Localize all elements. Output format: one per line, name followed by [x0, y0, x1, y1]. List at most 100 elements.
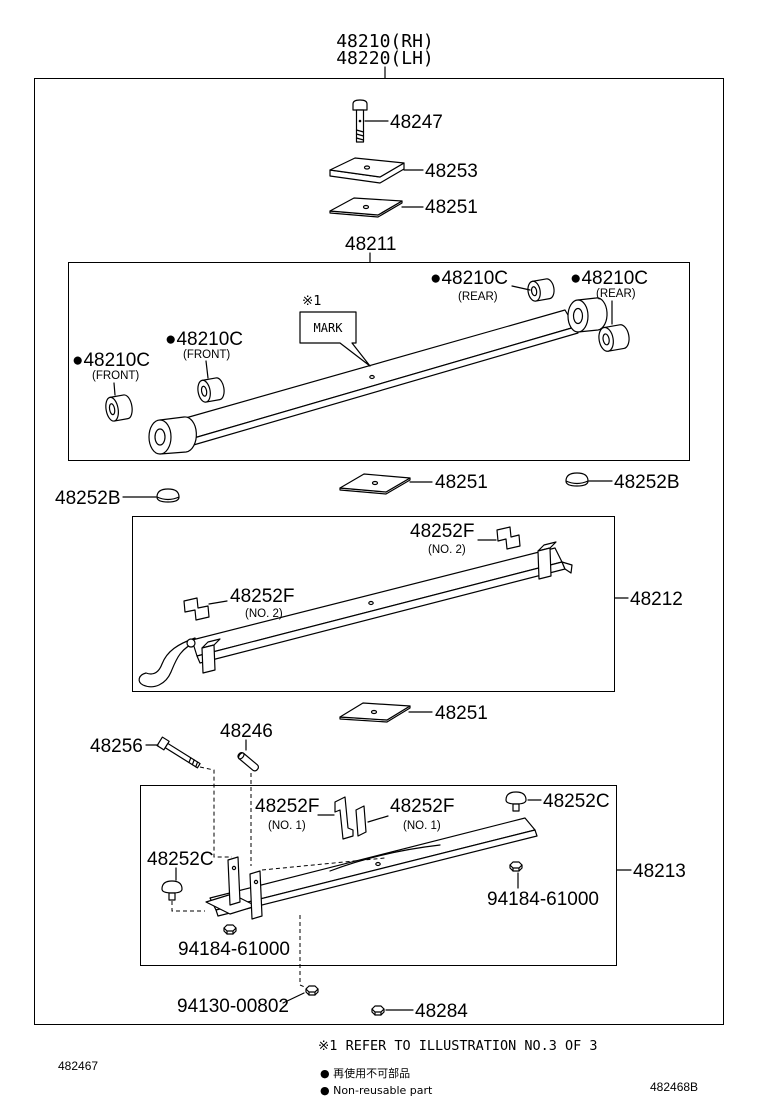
label-48252f-no2-left[interactable]: 48252F — [230, 586, 294, 607]
leaf-48211-front-eye-bore — [154, 428, 166, 446]
nut-94130-00802 — [305, 985, 319, 996]
leader-94130-00802 — [282, 992, 305, 1004]
leader-bushing-front-inner — [205, 360, 209, 379]
label-bushing-rear-outer[interactable]: ●48210C — [570, 268, 648, 289]
cap-48252c-left-dome — [161, 880, 183, 894]
label-bushing-front-inner[interactable]: ●48210C — [165, 329, 243, 350]
label-48251-upper[interactable]: 48251 — [425, 197, 478, 218]
label-48252b-right[interactable]: 48252B — [614, 472, 680, 493]
nut-48284-edges — [371, 1008, 385, 1016]
bushing-rear-inner-bore — [530, 286, 538, 297]
leaf-48213-side-face — [215, 829, 538, 917]
alignment-line-48252c-left — [171, 901, 205, 912]
label-94184-left[interactable]: 94184-61000 — [178, 939, 290, 960]
label-48252c-right[interactable]: 48252C — [543, 791, 610, 812]
bushing-rear-outer-bore — [602, 333, 610, 346]
bolt-48256-head — [156, 736, 170, 751]
cap-48252b-left — [156, 488, 180, 503]
nut-94184-left — [223, 924, 237, 935]
pin-48246 — [237, 751, 260, 772]
clip-48252f-no1-right — [355, 805, 367, 837]
plate-48251-middle — [339, 473, 411, 495]
note-48252f-no2-left: (NO. 2) — [245, 608, 283, 620]
label-48252f-no2-right[interactable]: 48252F — [410, 521, 474, 542]
label-48253[interactable]: 48253 — [425, 161, 478, 182]
leaf-48212-clamp-rear — [537, 547, 552, 580]
pin-48246-end — [237, 752, 245, 760]
leader-48252f-no1-right — [367, 815, 389, 823]
clip-48252f-no2-left — [183, 597, 210, 621]
cap-48252c-right-stud — [512, 803, 520, 812]
cap-48252c-left-stud — [168, 892, 176, 901]
bolt-48247-shank — [355, 109, 365, 143]
note-bushing-rear-inner: (REAR) — [458, 291, 498, 303]
note-bushing-front-inner: (FRONT) — [183, 349, 230, 361]
label-48246[interactable]: 48246 — [220, 721, 273, 742]
label-48213[interactable]: 48213 — [633, 861, 686, 882]
leaf-spring-48212 — [138, 541, 573, 688]
assembly-label-lh[interactable]: 48220(LH) — [336, 48, 434, 69]
bolt-48247-thread — [355, 129, 365, 141]
plate-48251-upper — [329, 197, 403, 218]
cap-48252c-right — [505, 791, 527, 812]
label-48247[interactable]: 48247 — [390, 112, 443, 133]
label-94130-00802[interactable]: 94130-00802 — [177, 996, 289, 1017]
bolt-48256-shank — [164, 742, 201, 769]
leaf-48213-bracket-front-hole — [231, 865, 237, 871]
bolt-48256-thread — [188, 757, 199, 768]
bolt-48247-hole — [358, 119, 362, 123]
cap-48252b-left-rim — [156, 496, 180, 501]
leaf-48211-rear-eye-bore — [572, 307, 584, 325]
label-48252c-left[interactable]: 48252C — [147, 849, 214, 870]
label-bushing-rear-inner[interactable]: ●48210C — [430, 268, 508, 289]
leader-bushing-rear-inner — [511, 285, 531, 291]
bushing-rear-inner — [527, 278, 555, 302]
bolt-48247 — [352, 99, 368, 143]
note-bushing-front-outer: (FRONT) — [92, 370, 139, 382]
illustration-code-right: 482468B — [650, 1080, 698, 1094]
label-48256[interactable]: 48256 — [90, 736, 143, 757]
label-48211[interactable]: 48211 — [345, 234, 396, 255]
leaf-48211-frame — [68, 262, 690, 461]
label-48251-middle[interactable]: 48251 — [435, 472, 488, 493]
plate-48251-lower-hole — [370, 709, 378, 715]
leaf-48212-hook — [138, 637, 198, 688]
bushing-front-inner — [197, 377, 225, 403]
cap-48252c-right-dome — [505, 791, 527, 805]
label-48284[interactable]: 48284 — [415, 1001, 468, 1022]
mark-callout-box — [299, 311, 371, 367]
label-48252f-no1-left[interactable]: 48252F — [255, 796, 319, 817]
nut-94184-left-edges — [223, 927, 237, 935]
leader-48252f-no2-left — [208, 600, 228, 605]
cap-48252b-right — [565, 472, 589, 487]
leaf-48212-center-hole — [368, 600, 374, 606]
note-48252f-no2-right: (NO. 2) — [428, 544, 466, 556]
bushing-front-outer-bore — [108, 403, 116, 416]
cap-48252b-right-rim — [565, 480, 589, 485]
nut-48284 — [371, 1005, 385, 1016]
leaf-48212-end-tip — [561, 561, 573, 574]
label-bushing-front-outer[interactable]: ●48210C — [72, 350, 150, 371]
label-48252f-no1-right[interactable]: 48252F — [390, 796, 454, 817]
assembly-label-rh[interactable]: 48210(RH) — [336, 31, 434, 52]
leaf-48212-clamp-front — [201, 644, 216, 674]
nut-94184-right — [509, 861, 523, 872]
label-94184-right[interactable]: 94184-61000 — [487, 889, 599, 910]
leaf-48213-bracket-rear — [249, 870, 263, 920]
alignment-line-48256 — [199, 766, 232, 858]
leaf-spring-48211 — [148, 297, 608, 455]
note-48252f-no1-left: (NO. 1) — [268, 820, 306, 832]
bushing-front-inner-bore — [200, 385, 208, 397]
label-48252b-left[interactable]: 48252B — [55, 488, 121, 509]
label-48251-lower[interactable]: 48251 — [435, 703, 488, 724]
label-48212[interactable]: 48212 — [630, 589, 683, 610]
legend-non-reusable-jp: ● 再使用不可部品 — [320, 1066, 410, 1080]
leaf-48211-center-hole — [369, 374, 375, 380]
leaf-48213-bracket-rear-hole — [253, 879, 259, 885]
leaf-48213-frame — [140, 785, 617, 966]
mark-reference: ※1 — [302, 293, 321, 309]
plate-48251-lower — [339, 702, 411, 723]
reference-note: ※1 REFER TO ILLUSTRATION NO.3 OF 3 — [318, 1038, 598, 1054]
